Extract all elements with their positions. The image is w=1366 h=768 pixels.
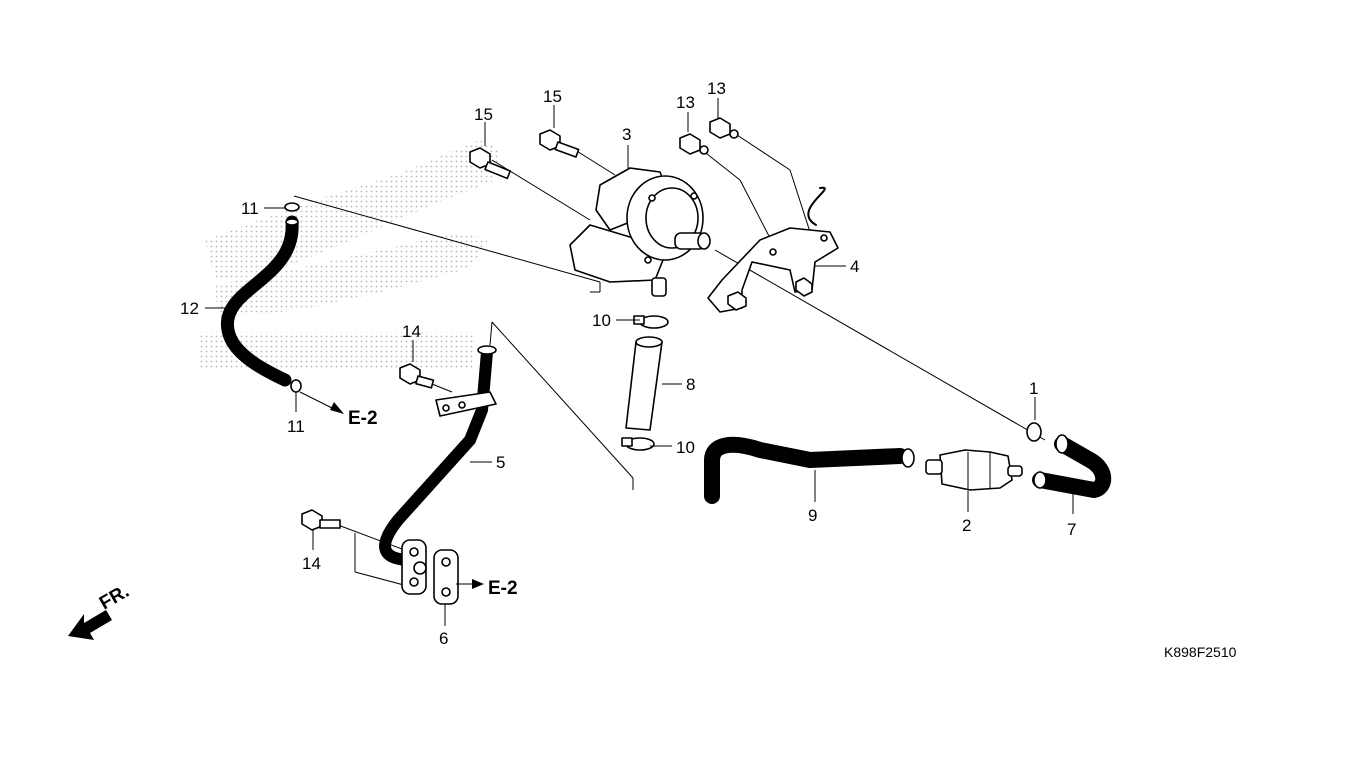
callout-7: 7 [1067,520,1076,539]
front-direction-arrow: FR. [68,581,133,640]
ref-label-e2-upper: E-2 [348,408,378,429]
callout-labels: 1 2 3 4 5 6 7 8 9 10 10 11 11 12 13 13 1… [180,79,1076,648]
gasket-6 [401,539,459,605]
hose-8 [625,336,663,431]
arrow-icon [299,391,484,589]
bracket-4 [707,186,839,313]
callout-5: 5 [496,453,505,472]
callout-ticks [205,98,1074,626]
callout-13-right: 13 [707,79,726,98]
bolt-14-lower [301,509,341,531]
bolt-15-left [469,147,512,180]
clip-1 [1026,422,1042,442]
callout-11-bottom: 11 [287,417,305,436]
clip-11-bottom [290,379,302,393]
clamp-10-top [633,315,669,329]
diagram-code: K898F2510 [1164,644,1237,660]
leader-lines [293,132,1046,589]
callout-3: 3 [622,125,631,144]
hose-9 [704,436,915,504]
reed-valve-2 [925,449,1023,491]
bolt-14-upper [399,363,435,389]
callout-10-top: 10 [592,311,611,330]
callout-1: 1 [1029,379,1038,398]
hose-12 [221,215,299,387]
callout-10-bottom: 10 [676,438,695,457]
callout-6: 6 [439,629,448,648]
valve-3 [569,167,711,297]
callout-2: 2 [962,516,971,535]
callout-11-top: 11 [241,199,259,218]
callout-4: 4 [850,257,859,276]
callout-9: 9 [808,506,817,525]
nut-13-right [709,117,739,139]
callout-13-left: 13 [676,93,695,112]
logo-watermark [198,140,500,368]
nut-13-left [679,133,709,155]
callout-14-upper: 14 [402,322,421,341]
clip-11-top [284,202,300,212]
bolt-15-right [539,129,580,158]
callout-14-lower: 14 [302,554,321,573]
callout-12: 12 [180,299,199,318]
clamp-10-bottom [621,437,655,451]
callout-15-left: 15 [474,105,493,124]
pipe-5 [379,345,497,566]
callout-15-right: 15 [543,87,562,106]
direction-label: FR. [96,581,133,614]
callout-8: 8 [686,375,695,394]
ref-label-e2-lower: E-2 [488,578,518,599]
hose-7 [1032,434,1112,498]
